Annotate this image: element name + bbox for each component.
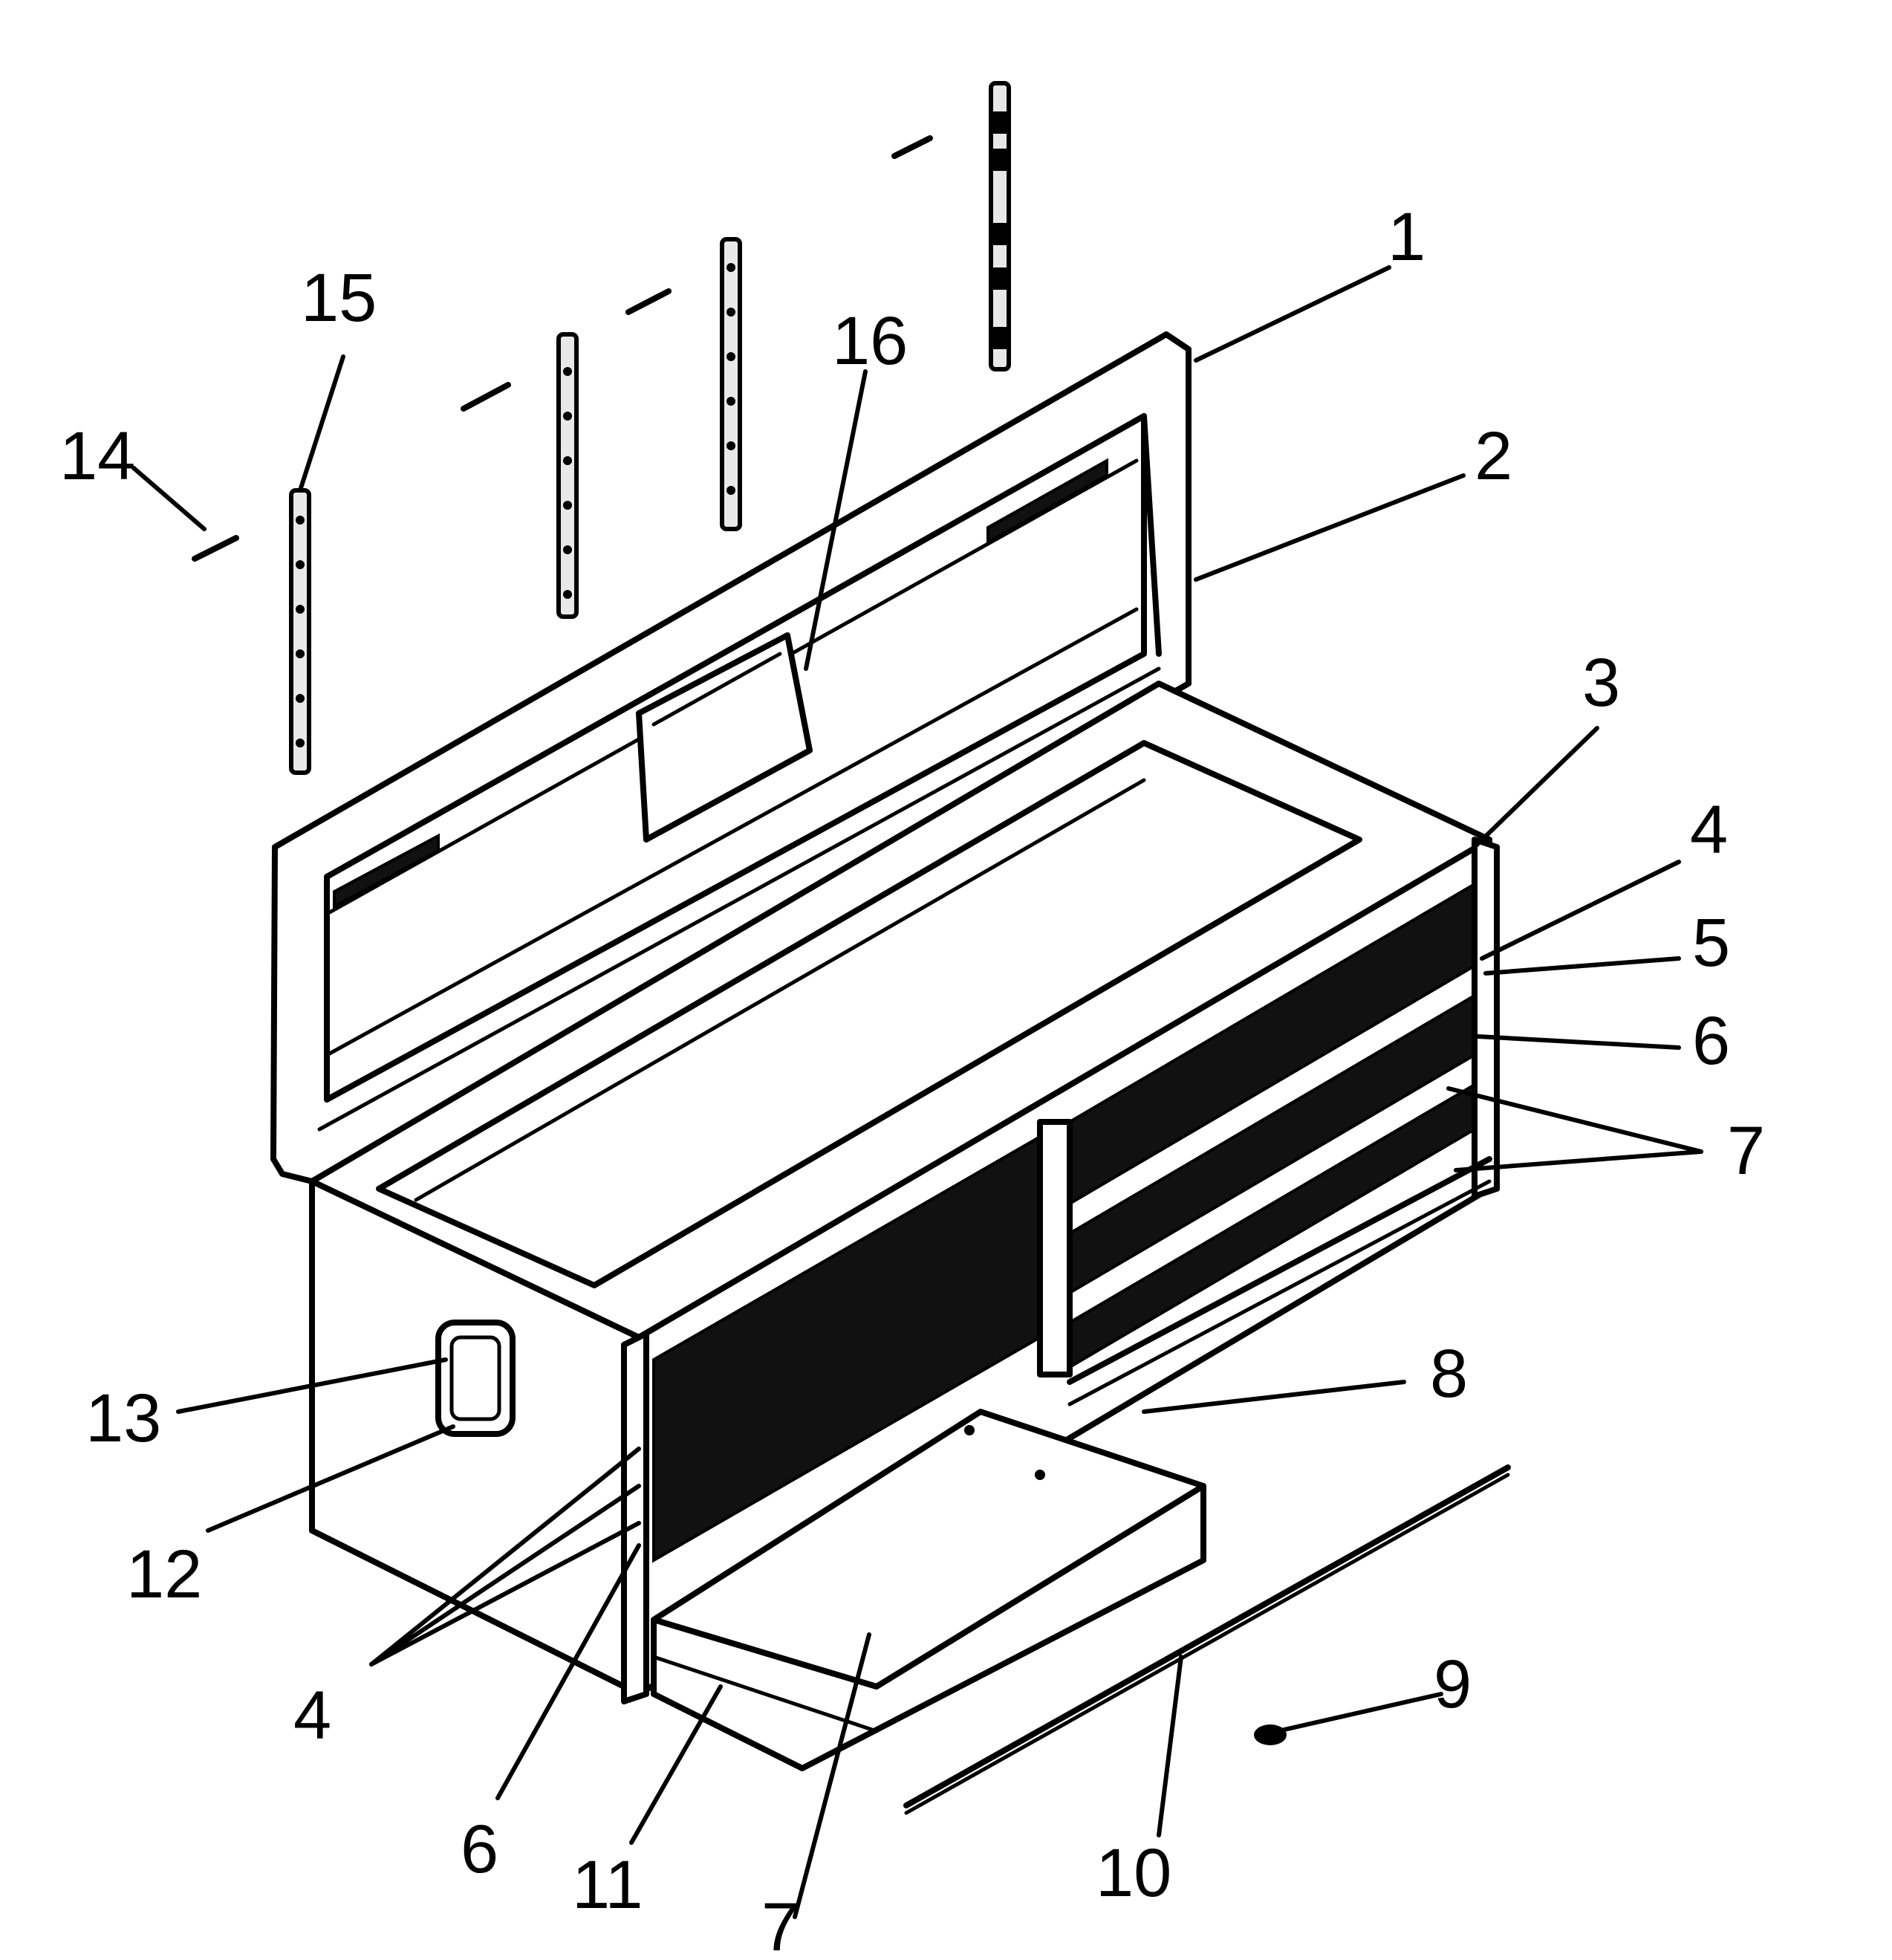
box-body bbox=[309, 681, 1500, 1704]
label-2: 2 bbox=[1475, 418, 1512, 494]
label-13: 13 bbox=[85, 1380, 161, 1456]
rail-strips bbox=[289, 81, 1011, 775]
drawer-slide-rod bbox=[903, 1464, 1511, 1815]
label-3: 3 bbox=[1582, 645, 1620, 721]
label-16: 16 bbox=[832, 303, 908, 379]
label-11: 11 bbox=[572, 1847, 643, 1923]
leader-lines bbox=[131, 265, 1703, 1919]
label-1: 1 bbox=[1388, 199, 1425, 275]
label-7-right: 7 bbox=[1727, 1113, 1765, 1189]
label-10: 10 bbox=[1096, 1835, 1171, 1911]
label-5: 5 bbox=[1692, 905, 1730, 981]
label-8: 8 bbox=[1430, 1336, 1468, 1412]
label-15: 15 bbox=[301, 260, 377, 336]
side-handle bbox=[435, 1320, 516, 1437]
label-4-right: 4 bbox=[1690, 792, 1728, 868]
label-12: 12 bbox=[126, 1536, 202, 1612]
label-9: 9 bbox=[1434, 1646, 1472, 1722]
knob-part bbox=[1254, 1724, 1287, 1745]
label-6-left: 6 bbox=[461, 1811, 498, 1887]
open-drawer bbox=[651, 1409, 1206, 1771]
connector-pins bbox=[192, 135, 933, 562]
label-14: 14 bbox=[59, 418, 135, 494]
label-4-left: 4 bbox=[293, 1678, 331, 1753]
reference-numerals: 1 2 3 4 5 6 7 8 9 10 11 12 13 14 15 16 4… bbox=[59, 199, 1765, 1960]
label-6-right: 6 bbox=[1692, 1003, 1730, 1079]
lid bbox=[270, 331, 1192, 1184]
label-7-bottom: 7 bbox=[761, 1889, 799, 1960]
